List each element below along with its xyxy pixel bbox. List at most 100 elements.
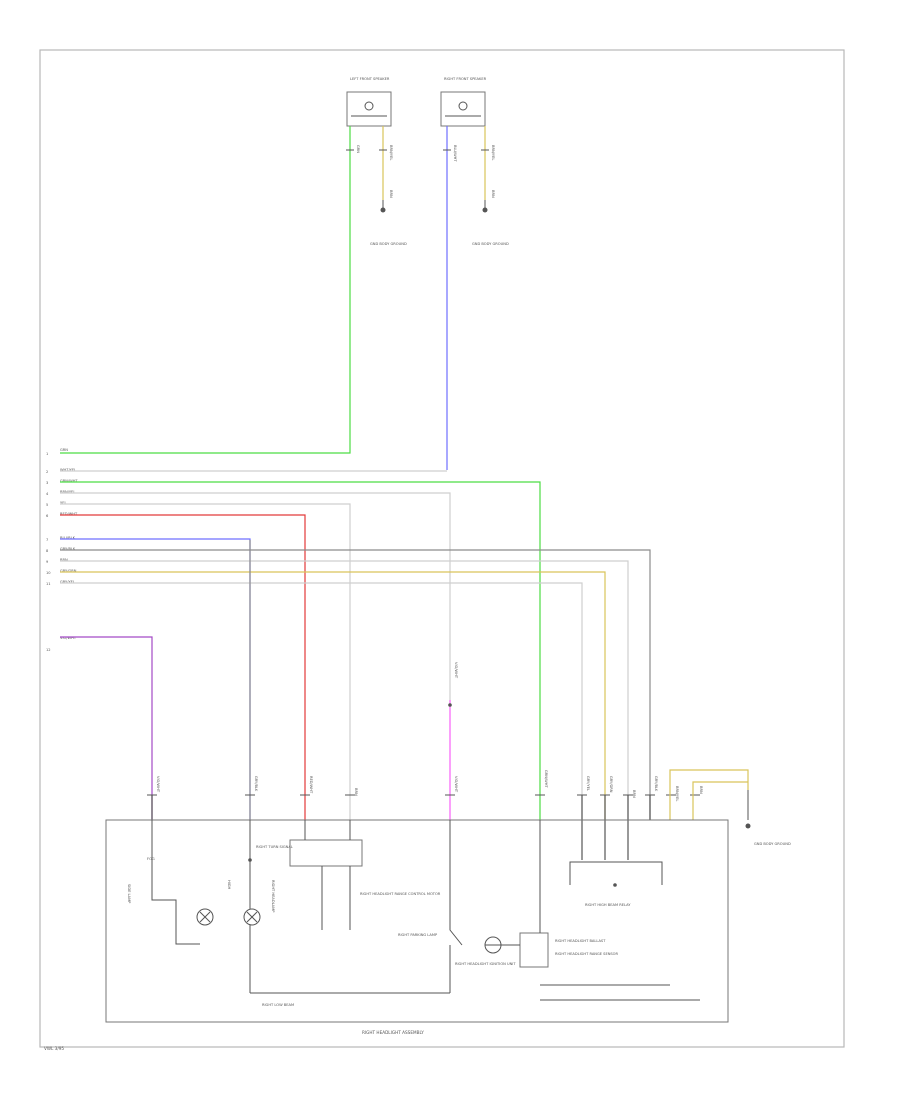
- conn-left-speaker-2: BRN/YEL: [389, 145, 393, 160]
- ground-right-label: GND BODY GROUND: [472, 242, 509, 246]
- right-speaker-label: RIGHT FRONT SPEAKER: [444, 77, 487, 81]
- wire-label-1: GRN: [60, 448, 68, 452]
- conn-c11: BRN/YEL: [675, 786, 679, 801]
- relay-label: RIGHT HIGH BEAM RELAY: [585, 903, 631, 907]
- high-bulb-icon: [243, 908, 261, 926]
- high-beam-lamp: HIGH RIGHT TURN SIGNAL RIGHT HEADLAMP RI…: [227, 820, 450, 1007]
- assembly-title: RIGHT HEADLIGHT ASSEMBLY: [362, 1030, 424, 1035]
- side-lamp-label: SIDE LAMP: [127, 884, 131, 904]
- assembly-entry-wires: [151, 769, 749, 860]
- wire-num-4: 4: [46, 492, 49, 496]
- wire-red-wht: [60, 514, 306, 820]
- wire-blu-blk: [60, 538, 251, 820]
- left-speaker-box: [346, 91, 392, 127]
- turn-lamp-label: RIGHT TURN SIGNAL: [256, 845, 293, 849]
- conn-c3: RED/WHT: [309, 776, 313, 794]
- wire-num-7: 7: [46, 538, 48, 542]
- conn-ground-right: BRN: [491, 190, 495, 198]
- conn-left-speaker: GRN: [356, 145, 360, 153]
- range-motor-box: [289, 839, 363, 867]
- conn-c6: GRN/WHT: [544, 770, 548, 788]
- harness-wires: [60, 470, 651, 820]
- left-speaker-icon: [364, 101, 374, 111]
- wire-yel: [60, 503, 351, 820]
- range-sensor-label: RIGHT HEADLIGHT RANGE SENSOR: [555, 952, 619, 956]
- parking-lamp-label: RIGHT PARKING LAMP: [398, 933, 438, 937]
- conn-c4: BRN: [354, 788, 358, 796]
- conn-c10: GRY/BLK: [654, 776, 658, 792]
- ground-symbol-right: GND BODY GROUND: [472, 200, 509, 246]
- conn-right-speaker: BLU/WHT: [453, 145, 457, 162]
- wire-label-2: WHT/YEL: [60, 468, 76, 472]
- headlamp-label: RIGHT HEADLAMP: [271, 880, 275, 913]
- wire-num-8: 8: [46, 549, 49, 553]
- conn-c1: VIO/WHT: [156, 776, 160, 793]
- ground-symbol-assembly: GND BODY GROUND: [745, 790, 791, 846]
- range-control-motor: RIGHT HEADLIGHT RANGE CONTROL MOTOR: [289, 820, 441, 930]
- conn-c8: GRY/GRN: [609, 776, 613, 793]
- conn-ground-left: BRN: [389, 190, 393, 198]
- wire-grn-left-speaker: [60, 126, 351, 454]
- range-motor-label: RIGHT HEADLIGHT RANGE CONTROL MOTOR: [360, 892, 441, 896]
- wire-label-4: BRN/YEL: [60, 490, 75, 494]
- wire-num-11: 11: [46, 582, 51, 586]
- wire-gry-blk: [60, 549, 651, 820]
- wire-label-5: YEL: [60, 501, 66, 505]
- wire-num-6: 6: [46, 514, 49, 518]
- parking-lamp: RIGHT PARKING LAMP RIGHT HEADLIGHT IGNIT…: [398, 820, 516, 993]
- left-front-speaker: LEFT FRONT SPEAKER: [346, 77, 392, 127]
- sheet-id: VWL 3/95: [44, 1046, 64, 1051]
- wire-num-5: 5: [46, 503, 48, 507]
- conn-mid-pink: VIO/WHT: [454, 662, 458, 679]
- left-speaker-label: LEFT FRONT SPEAKER: [350, 77, 390, 81]
- high-label: HIGH: [227, 880, 231, 890]
- wire-num-12: 12: [46, 648, 51, 652]
- connector-labels: VIO/WHT GRY/BLK RED/WHT BRN VIO/WHT GRN/…: [156, 770, 703, 801]
- conn-c9: BRN: [632, 790, 636, 798]
- wire-num-10: 10: [46, 571, 51, 575]
- wire-label-9: BRN: [60, 558, 68, 562]
- ground-left-label: GND BODY GROUND: [370, 242, 407, 246]
- wire-grn-wht: [60, 481, 541, 820]
- low-beam-label: RIGHT LOW BEAM: [262, 1003, 294, 1007]
- ignitor-label: RIGHT HEADLIGHT IGNITION UNIT: [455, 962, 516, 966]
- wire-num-1: 1: [46, 452, 48, 456]
- wire-label-3: GRN/WHT: [60, 479, 78, 483]
- right-front-speaker: RIGHT FRONT SPEAKER: [440, 77, 487, 127]
- wire-label-6: RED/WHT: [60, 512, 78, 516]
- headlight-assembly-box: [105, 819, 729, 1023]
- wire-gry-grn: [60, 571, 606, 820]
- wire-brn-yel: [60, 492, 451, 820]
- ballast-label: RIGHT HEADLIGHT BALLAST: [555, 939, 606, 943]
- wire-num-3: 3: [46, 481, 48, 485]
- wire-num-2: 2: [46, 470, 48, 474]
- conn-c2: GRY/BLK: [254, 776, 258, 792]
- fog-bulb-icon: [196, 908, 214, 926]
- wire-label-12: VIO/WHT: [60, 636, 77, 640]
- wire-num-9: 9: [46, 560, 49, 564]
- wire-label-10: GRY/GRN: [60, 569, 77, 573]
- wire-gry-yel: [60, 582, 583, 820]
- conn-c12: BRN: [699, 786, 703, 794]
- fog-lamp: FOG SIDE LAMP: [127, 820, 214, 945]
- wire-label-8: GRY/BLK: [60, 547, 76, 551]
- ballast-box: [519, 932, 549, 968]
- splice-dot: [448, 703, 452, 707]
- right-speaker-box: [440, 91, 486, 127]
- ground-assembly-label: GND BODY GROUND: [754, 842, 791, 846]
- fog-label: FOG: [147, 857, 155, 861]
- right-speaker-icon: [458, 101, 468, 111]
- wire-label-11: GRY/YEL: [60, 580, 75, 584]
- high-beam-relay: RIGHT HIGH BEAM RELAY: [569, 861, 663, 907]
- left-wire-labels: 1 GRN 2 WHT/YEL 3 GRN/WHT 4 BRN/YEL 5 YE…: [46, 448, 78, 652]
- ground-symbol-left: GND BODY GROUND: [370, 200, 407, 246]
- conn-right-speaker-2: BRN/YEL: [491, 145, 495, 160]
- conn-c5: VIO/WHT: [454, 776, 458, 793]
- conn-c7: GRY/YEL: [586, 776, 590, 791]
- wire-vio-wht: [60, 636, 153, 820]
- wire-brn: [60, 560, 629, 820]
- diagram-frame: [39, 49, 845, 1048]
- ballast: RIGHT HEADLIGHT BALLAST RIGHT HEADLIGHT …: [501, 820, 700, 1001]
- wire-label-7: BLU/BLK: [60, 536, 76, 540]
